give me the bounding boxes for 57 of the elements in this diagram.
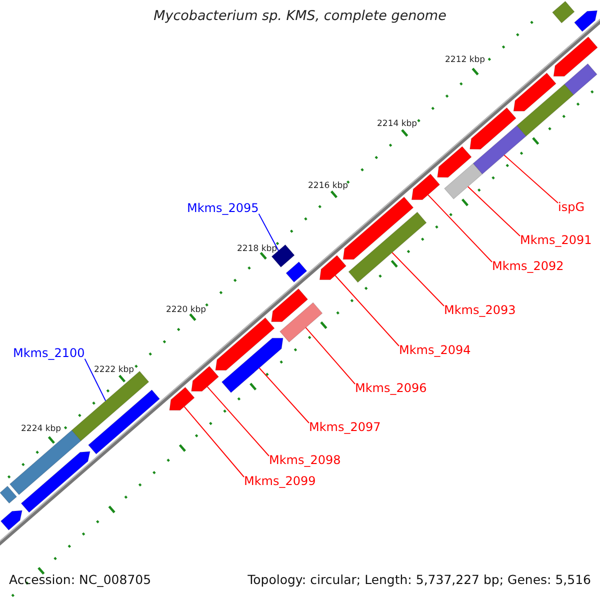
gene-segment	[169, 386, 195, 411]
gene-segment	[437, 146, 472, 178]
gene-label: Mkms_2093	[444, 304, 516, 318]
gene-segment	[342, 196, 414, 260]
gene-segment	[564, 63, 598, 96]
gene-segment	[470, 107, 516, 150]
leader-line	[258, 213, 279, 252]
gene-segment	[574, 10, 598, 32]
gene-label: Mkms_2094	[399, 344, 471, 358]
scale-label: 2218 kbp	[237, 245, 278, 255]
leader-line	[184, 406, 244, 478]
gene-segment	[411, 174, 440, 200]
leader-line	[206, 386, 270, 456]
gene-label: Mkms_2098	[269, 454, 341, 468]
gene-bar	[348, 212, 427, 283]
gene-segment	[271, 288, 308, 322]
leader-line	[334, 275, 400, 346]
scale-label: 2212 kbp	[445, 56, 486, 66]
gene-label: Mkms_2096	[355, 382, 427, 396]
gene-segment	[221, 338, 284, 394]
gene-label: Mkms_2091	[520, 234, 592, 248]
leader-line	[258, 368, 310, 424]
map-info: Topology: circular; Length: 5,737,227 bp; Genes: 5,516	[248, 573, 591, 588]
leader-line	[392, 252, 444, 306]
gene-segment	[20, 451, 90, 513]
gene-segment	[513, 72, 556, 112]
leader-line	[428, 194, 492, 262]
gene-segment	[215, 317, 275, 371]
gene-segment	[191, 366, 220, 392]
gene-label: Mkms_2099	[244, 475, 316, 489]
scale-label: 2222 kbp	[94, 366, 134, 376]
leader-line	[467, 186, 520, 236]
gene-label: Mkms_2092	[492, 260, 564, 274]
gene-label: Mkms_2100	[13, 347, 85, 361]
scale-label: 2224 kbp	[21, 425, 62, 435]
gene-label: Mkms_2095	[187, 202, 259, 216]
gene-bar	[279, 302, 323, 343]
leader-line	[84, 358, 106, 402]
gene-segment	[552, 0, 575, 24]
gene-bar	[286, 261, 308, 283]
gene-segment	[553, 36, 598, 77]
gene-segment	[0, 510, 22, 531]
gene-label: ispG	[558, 201, 585, 215]
gene-bar	[472, 125, 527, 175]
gene-bar	[0, 486, 18, 504]
map-title: Mycobacterium sp. KMS, complete genome	[152, 9, 448, 25]
gene-bar	[444, 163, 483, 200]
scale-label: 2220 kbp	[166, 306, 206, 316]
gene-bar	[88, 389, 160, 454]
leader-line	[305, 327, 356, 384]
gene-label: Mkms_2097	[309, 421, 381, 435]
leader-line	[504, 154, 558, 204]
scale-label: 2214 kbp	[377, 120, 418, 130]
gene-segment	[319, 254, 347, 280]
gene-segment	[516, 84, 574, 137]
map-info: Accession: NC_008705	[9, 573, 152, 588]
scale-label: 2216 kbp	[308, 182, 348, 192]
